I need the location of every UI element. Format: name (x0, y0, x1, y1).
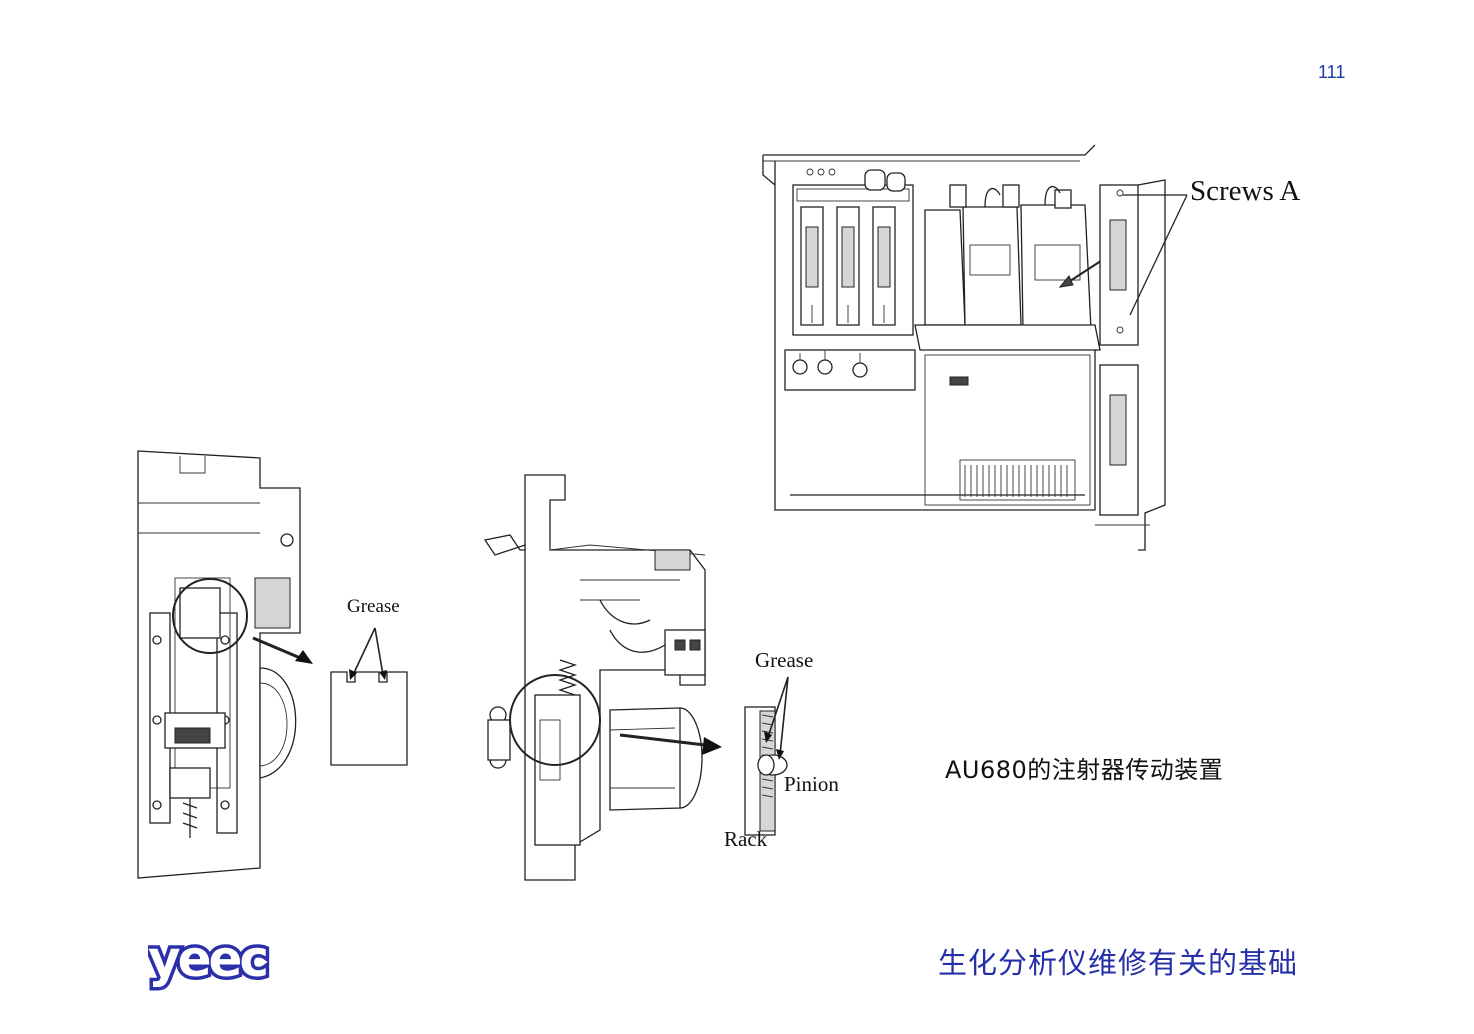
grease-detail-left (330, 627, 408, 766)
yeec-logo: yeec (148, 938, 273, 992)
pinion-label: Pinion (784, 772, 839, 796)
syringe-drive-front-illustration (137, 450, 313, 879)
syringe-drive-side-illustration (483, 474, 722, 881)
rack-pinion-detail (744, 676, 789, 836)
page-number: 111 (1318, 62, 1346, 82)
grease-label-left: Grease (347, 596, 400, 617)
yeec-logo-text: yeec (148, 938, 266, 988)
footer-title: 生化分析仪维修有关的基础 (938, 946, 1299, 980)
grease-label-right: Grease (755, 648, 814, 672)
screws-a-label: Screws A (1190, 175, 1301, 207)
analyzer-cabinet-illustration (762, 144, 1188, 551)
rack-label: Rack (724, 827, 768, 851)
figure-caption: AU680的注射器传动装置 (945, 756, 1224, 784)
